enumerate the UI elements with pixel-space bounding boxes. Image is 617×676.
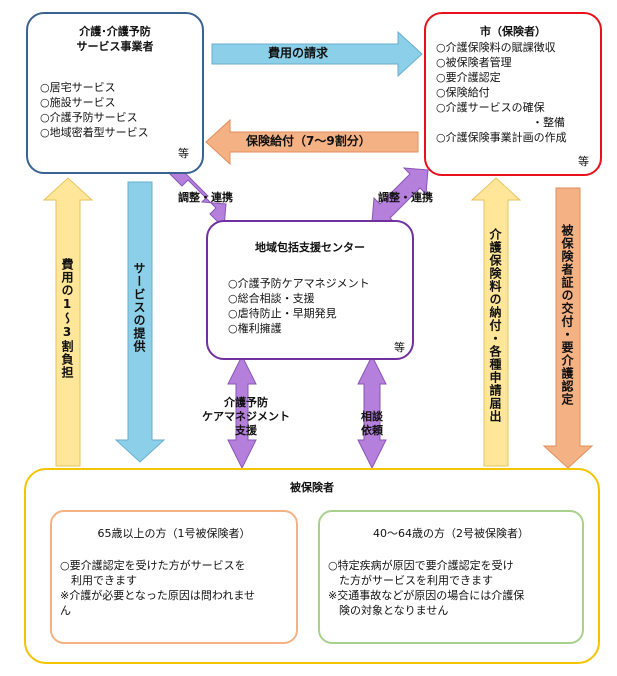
- center-etc: 等: [394, 341, 405, 354]
- coord-right-label: 調整・連携: [378, 191, 433, 204]
- center-item: ○総合相談・支援: [228, 292, 315, 305]
- group2-line: ※交通事故などが原因の場合には介護保: [328, 589, 525, 602]
- provider-box: 介護･介護予防 サービス事業者 ○居宅サービス ○施設サービス ○介護予防サービ…: [26, 12, 204, 174]
- payment-arrow: [205, 118, 419, 166]
- coord-left-label: 調整・連携: [178, 191, 233, 204]
- cert-arrow: [542, 187, 594, 469]
- city-box: 市（保険者） ○介護保険料の賦課徴収 ○被保険者管理 ○要介護認定 ○保険給付 …: [424, 12, 602, 176]
- provider-list: ○居宅サービス ○施設サービス ○介護予防サービス ○地域密着型サービス: [40, 80, 149, 140]
- city-item: ○要介護認定: [436, 71, 501, 84]
- premium-label: 介護保険料の納付・各種申請届出: [488, 228, 502, 423]
- group1-box: 65歳以上の方（1号被保険者） ○要介護認定を受けた方がサービスを 利用できます…: [50, 510, 298, 644]
- provider-title-1: 介護･介護予防: [79, 25, 151, 38]
- city-title: 市（保険者）: [480, 25, 546, 38]
- center-box: 地域包括支援センター ○介護予防ケアマネジメント ○総合相談・支援 ○虐待防止・…: [206, 220, 414, 360]
- care-mgmt-label-2: ケアマネジメント: [202, 410, 290, 423]
- city-list: ○介護保険料の賦課徴収 ○被保険者管理 ○要介護認定 ○保険給付 ○介護サービス…: [436, 40, 567, 145]
- copay-arrow: [42, 177, 94, 467]
- consult-label: 相談 依頼: [352, 410, 392, 438]
- center-item: ○虐待防止・早期発見: [228, 307, 337, 320]
- group2-box: 40～64歳の方（2号被保険者） ○特定疾病が原因で要介護認定を受け た方がサー…: [318, 510, 584, 644]
- provider-item: ○地域密着型サービス: [40, 126, 149, 139]
- city-etc: 等: [578, 155, 589, 168]
- cert-label: 被保険者証の交付・要介護認定: [560, 224, 574, 406]
- consult-label-1: 相談: [361, 410, 383, 423]
- insured-title: 被保険者: [290, 481, 334, 494]
- care-mgmt-label-1: 介護予防: [224, 396, 268, 409]
- provider-item: ○施設サービス: [40, 96, 116, 109]
- provider-etc: 等: [178, 147, 189, 160]
- city-item-last: ○介護保険事業計画の作成: [436, 131, 567, 144]
- care-mgmt-label-3: 支援: [235, 424, 257, 437]
- service-label: サービスの提供: [132, 262, 146, 353]
- billing-arrow: [211, 30, 423, 78]
- payment-label: 保険給付（7～9割分）: [246, 134, 371, 148]
- insured-box: 被保険者 65歳以上の方（1号被保険者） ○要介護認定を受けた方がサービスを 利…: [24, 468, 600, 664]
- provider-item: ○居宅サービス: [40, 81, 116, 94]
- billing-label: 費用の請求: [268, 46, 329, 60]
- group1-line: ん: [60, 604, 71, 617]
- group2-line: ○特定疾病が原因で要介護認定を受け: [328, 559, 514, 572]
- consult-label-2: 依頼: [361, 424, 383, 437]
- city-item: ○被保険者管理: [436, 56, 512, 69]
- premium-arrow: [470, 177, 522, 467]
- group1-line: ※介護が必要となった原因は問われませ: [60, 589, 256, 602]
- group1-line: 利用できます: [60, 574, 137, 587]
- center-item: ○介護予防ケアマネジメント: [228, 277, 370, 290]
- group2-line: た方がサービスを利用できます: [328, 574, 493, 587]
- city-item: ○介護保険料の賦課徴収: [436, 41, 556, 54]
- group1-title: 65歳以上の方（1号被保険者）: [97, 527, 251, 540]
- city-item-cont: ・整備: [532, 116, 565, 129]
- provider-title-2: サービス事業者: [76, 40, 154, 53]
- group2-line: 険の対象となりません: [328, 604, 449, 617]
- center-item: ○権利擁護: [228, 322, 282, 335]
- group2-title: 40～64歳の方（2号被保険者）: [373, 527, 529, 540]
- service-arrow: [114, 181, 166, 463]
- center-title: 地域包括支援センター: [255, 241, 365, 254]
- center-list: ○介護予防ケアマネジメント ○総合相談・支援 ○虐待防止・早期発見 ○権利擁護: [228, 276, 370, 336]
- city-item: ○介護サービスの確保: [436, 101, 545, 114]
- copay-label: 費用の1～3割負担: [60, 258, 74, 379]
- city-item: ○保険給付: [436, 86, 490, 99]
- provider-item: ○介護予防サービス: [40, 111, 138, 124]
- group1-line: ○要介護認定を受けた方がサービスを: [60, 559, 246, 572]
- care-mgmt-label: 介護予防 ケアマネジメント 支援: [196, 396, 296, 438]
